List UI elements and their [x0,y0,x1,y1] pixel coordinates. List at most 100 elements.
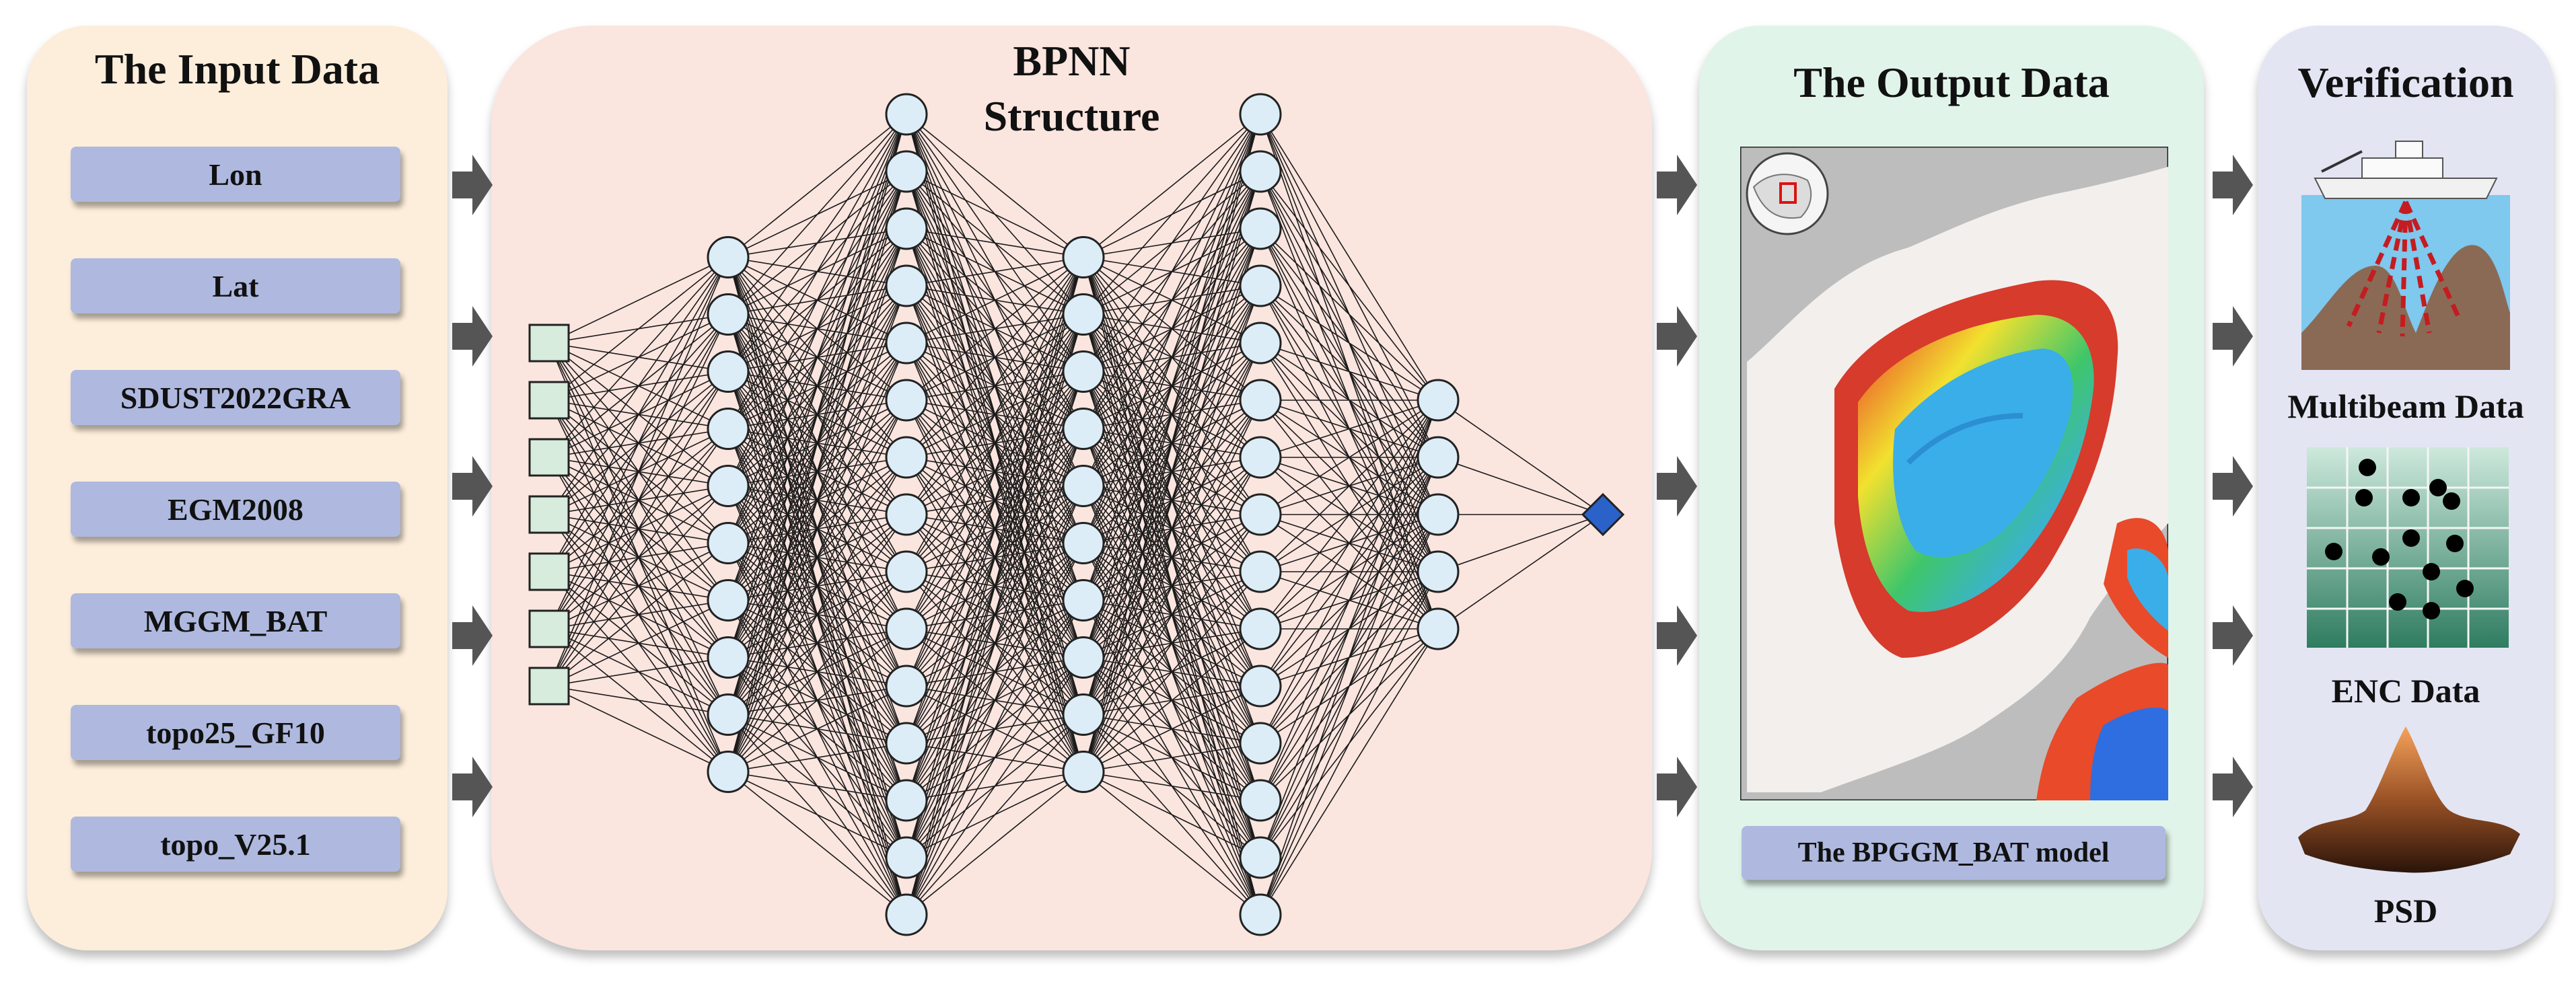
network-connection [548,371,729,687]
bpnn-structure-panel: BPNN Structure [491,26,1652,950]
network-connection [906,256,1084,344]
network-connection [727,114,907,315]
network-connection [906,257,1084,630]
network-connection [727,114,907,601]
psd-surface-icon [2298,726,2520,873]
input-node [528,381,570,420]
enc-data-grid-icon [2307,447,2509,648]
bathymetry-map-image [1740,147,2168,800]
hidden-neuron [1239,493,1282,536]
network-connection [906,543,1084,915]
hidden-neuron [885,665,928,708]
arrow-icon [452,306,493,367]
network-connection [548,428,729,687]
bpggm-bat-model-label: The BPGGM_BAT model [1742,826,2166,880]
input-lat: Lat [71,258,400,313]
network-connection [1083,114,1261,658]
hidden-neuron [1239,436,1282,479]
network-connection [1437,400,1604,515]
hidden-neuron [885,550,928,593]
network-connection [727,743,907,773]
network-connection [906,256,1084,401]
network-connection [1083,771,1261,915]
network-connection [906,256,1084,458]
network-connection [727,114,907,658]
hidden-neuron [1417,493,1460,536]
input-node [528,552,570,591]
hidden-neuron [885,436,928,479]
network-connection [1083,771,1261,801]
hidden-neuron [885,207,928,250]
network-connection [1083,400,1261,772]
network-connection [1260,400,1439,915]
hidden-neuron [1062,636,1105,679]
network-connection [906,714,1084,915]
network-connection [1083,628,1261,773]
psd-label: PSD [2373,892,2438,930]
network-connection [727,114,907,372]
network-connection [906,314,1084,915]
bpnn-title-line1: BPNN [1013,37,1131,85]
hidden-neuron [1239,836,1282,879]
input-node [528,324,570,363]
arrow-icon [452,605,493,666]
network-connection [548,256,729,401]
network-connection [548,542,729,687]
hidden-neuron [885,893,928,936]
network-connection [906,257,1084,744]
network-connection [1083,114,1261,715]
network-connections [548,114,1604,915]
network-connection [1260,628,1439,915]
network-connection [1260,285,1439,401]
network-connection [906,114,1084,258]
hidden-neuron [707,350,750,393]
network-connection [548,256,729,458]
arrow-icon [452,155,493,215]
network-connection [727,342,907,772]
input-node [528,667,570,706]
hidden-neuron [707,465,750,507]
hidden-neuron [1417,607,1460,650]
network-connection [727,571,907,773]
network-connection [548,685,729,716]
network-connection [906,600,1084,915]
hidden-neuron [1239,322,1282,365]
network-connection [1083,114,1261,429]
hidden-neuron [1239,207,1282,250]
hidden-neuron [885,322,928,365]
hidden-neuron [885,607,928,650]
network-connection [548,485,729,687]
network-connection [1260,457,1439,915]
network-connection [1260,400,1439,458]
network-connection [727,628,907,773]
hidden-neuron [707,408,750,450]
network-connection [1083,457,1261,772]
multibeam-data-label: Multibeam Data [2287,387,2524,425]
input-sdust2022gra: SDUST2022GRA [71,370,400,425]
network-connection [1083,228,1261,772]
network-connection [548,257,729,515]
network-connection [1437,514,1604,572]
hidden-neuron [707,751,750,793]
hidden-neuron [707,693,750,736]
network-connection [1083,114,1261,372]
network-connection [727,228,907,772]
network-connection [548,256,729,344]
output-node [1581,492,1625,537]
network-connection [727,114,907,429]
network-connection [1437,457,1604,515]
hidden-neuron [707,293,750,336]
network-connection [727,114,907,715]
input-node [528,438,570,477]
network-connection [1083,114,1261,772]
hidden-neuron [1062,579,1105,621]
network-connection [1083,514,1261,772]
network-connection [727,771,907,915]
hidden-neuron [1417,379,1460,422]
network-connection [1083,114,1261,258]
hidden-neuron [707,236,750,278]
input-mggm-bat: MGGM_BAT [71,593,400,648]
network-connection [1083,114,1261,601]
network-connection [1260,400,1439,572]
arrow-icon [2213,605,2253,666]
